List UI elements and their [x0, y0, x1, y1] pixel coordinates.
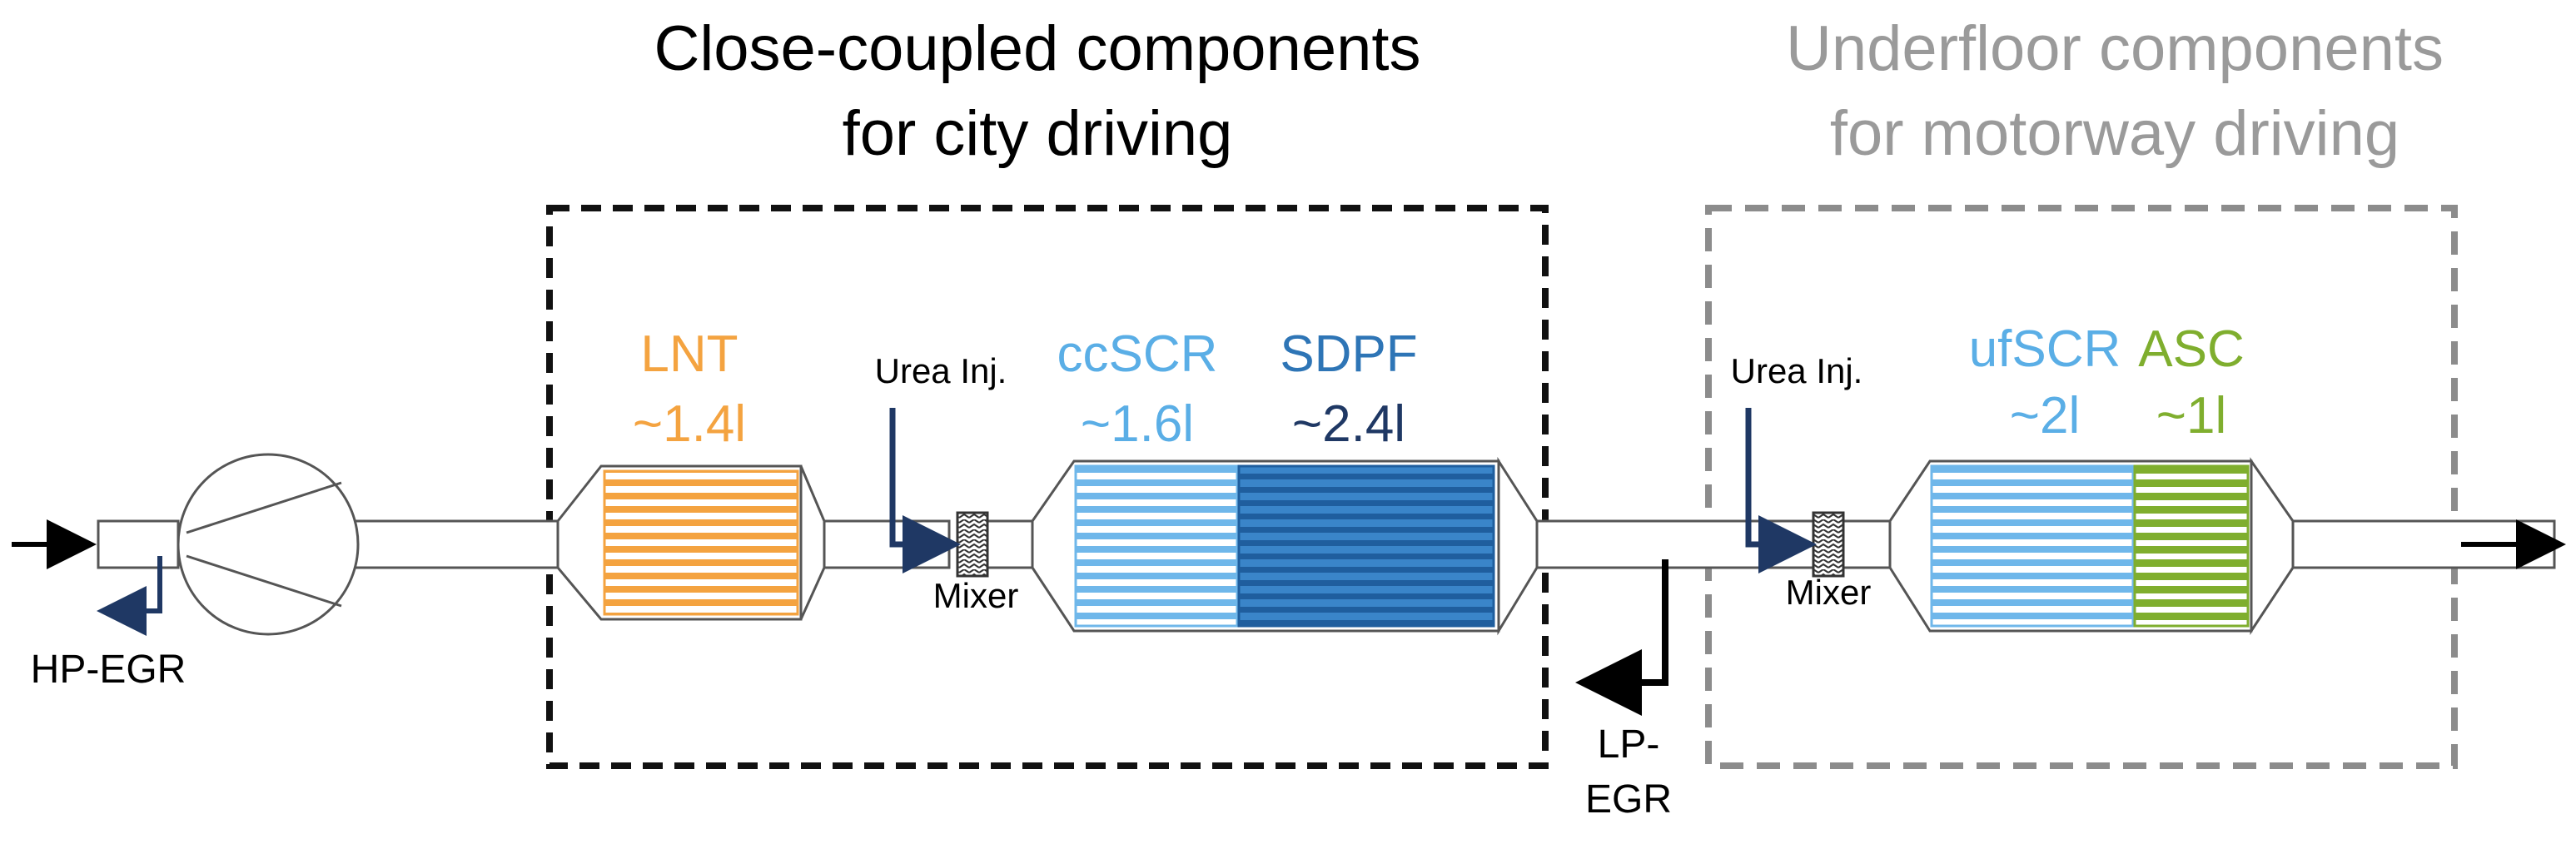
- sdpf-brick: [1237, 464, 1495, 628]
- asc-volume: ~1l: [2156, 387, 2226, 444]
- lp-egr-arrow: [1575, 559, 1668, 716]
- ufscr-brick: [1930, 464, 2135, 628]
- lp-egr-label-line1: LP-: [1598, 722, 1660, 767]
- mixer-label-1: Mixer: [933, 576, 1019, 615]
- ccscr-volume: ~1.6l: [1081, 395, 1194, 453]
- ufscr-name: ufSCR: [1969, 320, 2121, 378]
- mixer-label-2: Mixer: [1786, 573, 1872, 612]
- ufscr-volume: ~2l: [2010, 387, 2080, 444]
- close-coupled-title-line2: for city driving: [843, 98, 1233, 169]
- close-coupled-title-line1: Close-coupled components: [654, 13, 1421, 84]
- urea-inj-label-2: Urea Inj.: [1731, 351, 1863, 390]
- mixer-2: [1812, 511, 1845, 578]
- lnt-volume: ~1.4l: [633, 395, 746, 453]
- ccscr-brick: [1074, 464, 1239, 628]
- underfloor-title-line1: Underfloor components: [1786, 13, 2444, 84]
- mixer-1: [956, 511, 989, 578]
- hp-egr-label: HP-EGR: [31, 648, 186, 692]
- lnt-catalyst: [556, 464, 826, 621]
- ccscr-sdpf-catalyst: [1031, 456, 1539, 636]
- lp-egr-label-line2: EGR: [1585, 777, 1672, 822]
- urea-injection-arrow-1: [889, 408, 961, 573]
- turbocharger: [177, 453, 360, 636]
- sdpf-volume: ~2.4l: [1292, 395, 1405, 453]
- urea-inj-label-1: Urea Inj.: [875, 351, 1007, 390]
- underfloor-title-line2: for motorway driving: [1830, 98, 2399, 169]
- ccscr-name: ccSCR: [1057, 325, 1218, 383]
- asc-name: ASC: [2138, 320, 2244, 378]
- lnt-name: LNT: [640, 325, 738, 383]
- ufscr-asc-catalyst: [1888, 457, 2295, 636]
- hp-egr-arrow: [97, 556, 162, 636]
- sdpf-name: SDPF: [1280, 325, 1417, 383]
- underfloor-group-box: [1705, 205, 2458, 769]
- urea-injection-arrow-2: [1745, 408, 1817, 573]
- asc-brick: [2133, 464, 2250, 628]
- close-coupled-group-box: [546, 205, 1549, 769]
